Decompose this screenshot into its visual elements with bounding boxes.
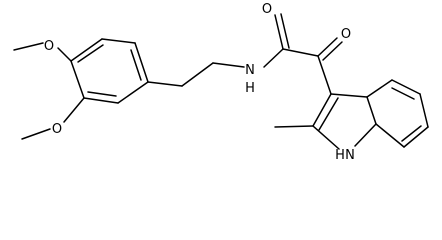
atom-o-amide-carbonyl: O [262, 2, 272, 17]
bond-c6-c7 [403, 126, 429, 148]
bond-ring-ch2 [147, 81, 183, 87]
bond-ring-a-2-inner [130, 49, 142, 81]
atom-o-methoxy-bottom: O [52, 122, 62, 137]
bond-ring-a-4-inner [87, 91, 117, 97]
atom-n-indole: N [345, 148, 355, 163]
bond-ch2-ch2 [181, 62, 214, 87]
bond-ring-a-5 [70, 60, 85, 99]
bond-c3-c3a [330, 93, 368, 98]
bond-c4-c5 [391, 79, 421, 95]
bond-c-o-methoxy-bottom [63, 97, 85, 123]
atom-h-indole: H [335, 148, 345, 163]
bond-c3-c2 [312, 93, 332, 127]
bond-c-o-methoxy-top [57, 47, 72, 62]
bond-c7-c7a [375, 123, 405, 148]
bond-ring-a-2 [134, 42, 149, 83]
bond-ketone-c3 [317, 55, 332, 95]
bond-ring-a-3 [117, 81, 149, 104]
atom-o-methoxy-top: O [44, 39, 54, 54]
atom-n-amide: N [245, 63, 255, 78]
bond-c3a-c7a [366, 96, 377, 125]
bond-ketone-co-2 [322, 41, 343, 61]
chemical-structure-diagram: O O N H O O H N [13, 2, 429, 163]
bond-amide-co-2 [280, 13, 290, 49]
bond-n-carbonyl [263, 48, 284, 68]
bond-c2-n1 [312, 125, 340, 150]
atom-h-amide: H [245, 81, 255, 96]
bond-o-ch3-methoxy-bottom [21, 128, 51, 140]
bond-carbonyl-carbonyl [282, 48, 319, 57]
bond-ring-a-1 [101, 38, 136, 44]
bond-ring-a-6 [70, 38, 103, 62]
bond-ch2-n [212, 62, 245, 68]
bond-c3a-c4 [366, 79, 393, 98]
bond-c2-methyl [274, 125, 314, 128]
bonds [13, 13, 429, 150]
bond-n1-c7a [354, 123, 377, 147]
bond-ring-a-6-inner [77, 44, 104, 63]
bond-c6-c7-inner [401, 125, 422, 142]
bond-ketone-co-1 [317, 37, 338, 57]
atom-labels: O O N H O O H N [44, 2, 355, 163]
bond-c3-c2-inner [318, 97, 339, 131]
bond-c5-c6 [419, 93, 429, 128]
bond-amide-co-1 [274, 14, 284, 50]
bond-ring-a-4 [83, 97, 119, 104]
bond-c4-c5-inner [391, 87, 415, 100]
bond-o-ch3-methoxy-top [13, 42, 44, 51]
atom-o-ketone-carbonyl: O [341, 27, 351, 42]
